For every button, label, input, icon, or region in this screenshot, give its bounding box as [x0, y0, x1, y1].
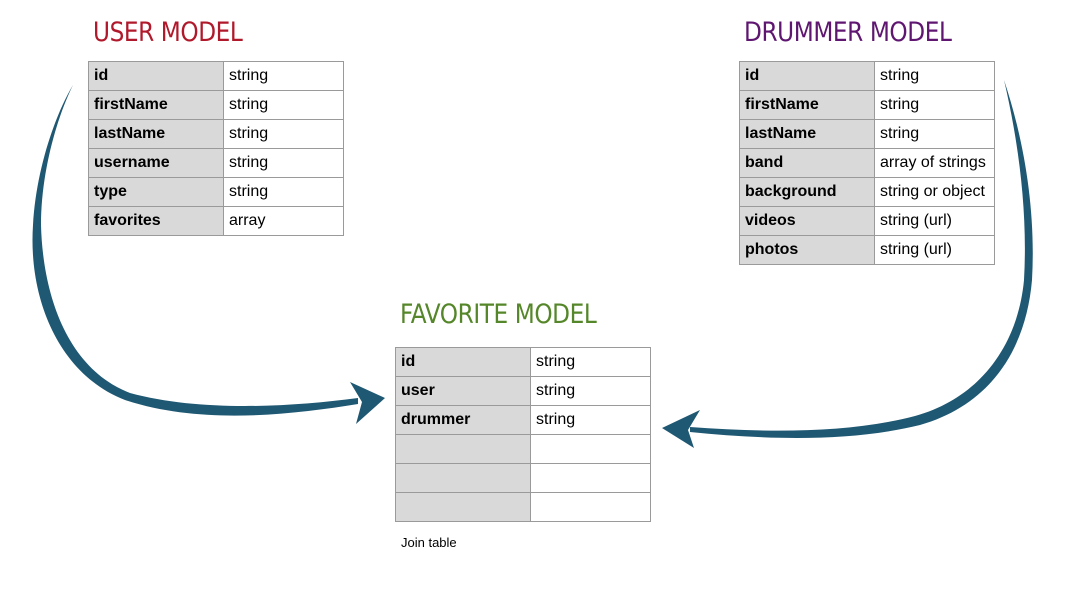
favorite-model-title: FAVORITE MODEL — [400, 299, 597, 330]
field-name: videos — [739, 206, 875, 236]
field-type — [530, 492, 651, 522]
drummer-model-title: DRUMMER MODEL — [744, 17, 952, 48]
field-type: string — [530, 347, 651, 377]
field-name: drummer — [395, 405, 531, 435]
field-name — [395, 492, 531, 522]
drummer-model-table: id string firstName string lastName stri… — [739, 61, 995, 265]
table-row: background string or object — [739, 177, 995, 207]
table-row: lastName string — [739, 119, 995, 149]
user-to-favorite-arrowhead — [350, 382, 385, 424]
field-type: array of strings — [874, 148, 995, 178]
field-name: lastName — [739, 119, 875, 149]
table-row: favorites array — [88, 206, 344, 236]
field-type: string or object — [874, 177, 995, 207]
field-name: background — [739, 177, 875, 207]
field-name: firstName — [739, 90, 875, 120]
table-row — [395, 463, 651, 493]
table-row — [395, 434, 651, 464]
table-row: lastName string — [88, 119, 344, 149]
table-row: username string — [88, 148, 344, 178]
table-row: photos string (url) — [739, 235, 995, 265]
field-type: string — [530, 376, 651, 406]
table-row: id string — [395, 347, 651, 377]
field-type: string — [874, 119, 995, 149]
field-name: firstName — [88, 90, 224, 120]
field-name: photos — [739, 235, 875, 265]
field-name: user — [395, 376, 531, 406]
field-type: array — [223, 206, 344, 236]
table-row: id string — [739, 61, 995, 91]
field-name — [395, 463, 531, 493]
field-type: string — [223, 119, 344, 149]
user-model-table: id string firstName string lastName stri… — [88, 61, 344, 236]
field-type — [530, 463, 651, 493]
field-name: id — [739, 61, 875, 91]
user-model-title: USER MODEL — [93, 17, 243, 48]
table-row: band array of strings — [739, 148, 995, 178]
table-row: type string — [88, 177, 344, 207]
field-type: string — [223, 90, 344, 120]
field-name: favorites — [88, 206, 224, 236]
field-type: string — [223, 148, 344, 178]
join-table-note: Join table — [401, 535, 457, 550]
field-type: string — [223, 177, 344, 207]
field-name: lastName — [88, 119, 224, 149]
field-type: string — [530, 405, 651, 435]
field-name — [395, 434, 531, 464]
drummer-to-favorite-arrowhead — [662, 410, 700, 448]
favorite-model-table: id string user string drummer string — [395, 347, 651, 522]
table-row: user string — [395, 376, 651, 406]
table-row — [395, 492, 651, 522]
field-name: id — [88, 61, 224, 91]
table-row: firstName string — [88, 90, 344, 120]
field-type: string — [874, 61, 995, 91]
field-name: band — [739, 148, 875, 178]
field-name: type — [88, 177, 224, 207]
table-row: firstName string — [739, 90, 995, 120]
field-type: string — [874, 90, 995, 120]
field-name: username — [88, 148, 224, 178]
field-type — [530, 434, 651, 464]
field-name: id — [395, 347, 531, 377]
field-type: string — [223, 61, 344, 91]
field-type: string (url) — [874, 206, 995, 236]
table-row: videos string (url) — [739, 206, 995, 236]
field-type: string (url) — [874, 235, 995, 265]
table-row: drummer string — [395, 405, 651, 435]
table-row: id string — [88, 61, 344, 91]
